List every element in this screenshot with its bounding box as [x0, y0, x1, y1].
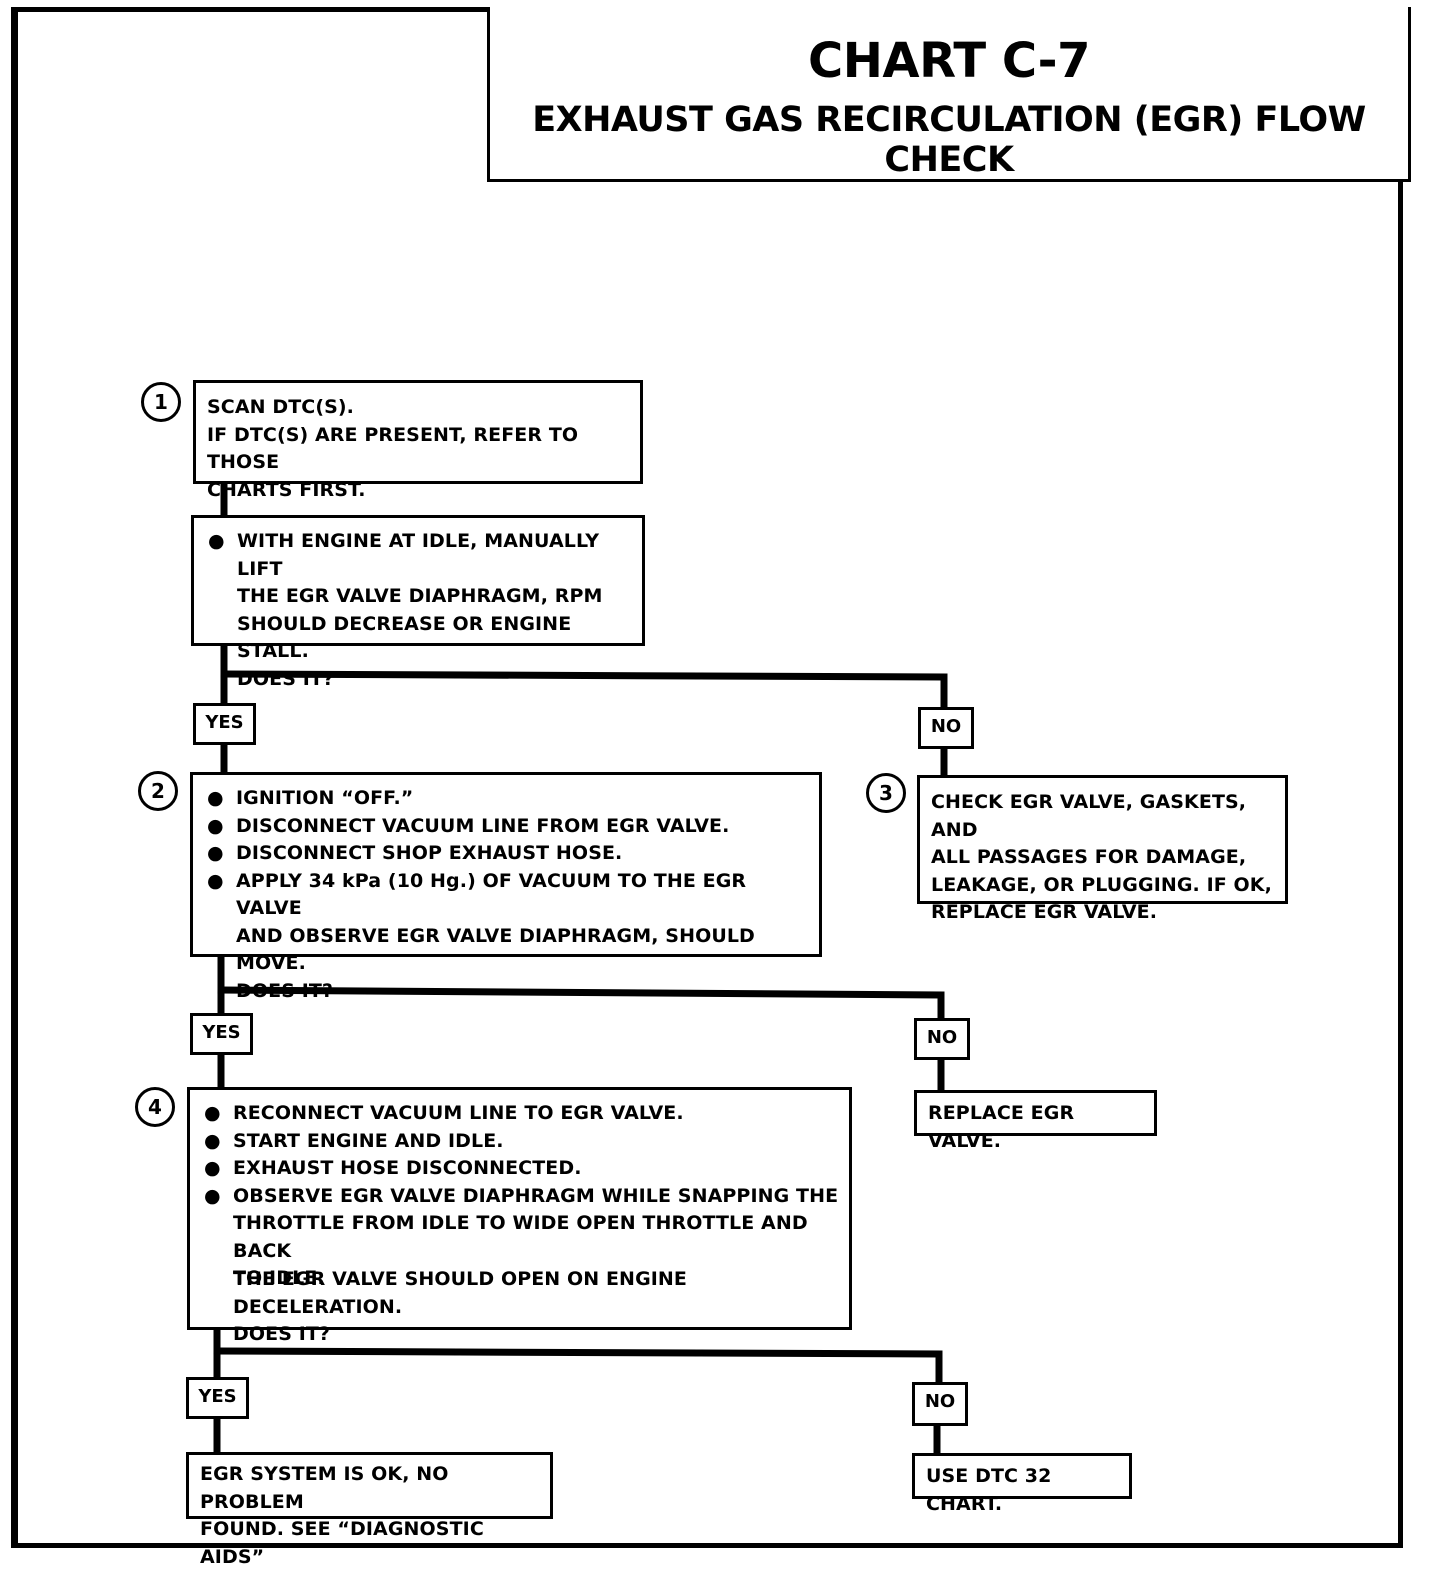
- egr-system-ok-text: EGR SYSTEM IS OK, NO PROBLEM FOUND. SEE …: [200, 1463, 484, 1568]
- replace-egr-valve-box: REPLACE EGR VALVE.: [914, 1090, 1157, 1152]
- step-number-1: 1: [141, 382, 181, 422]
- step-4-box: ●RECONNECT VACUUM LINE TO EGR VALVE. ●ST…: [187, 1087, 852, 1345]
- use-dtc-32-box: USE DTC 32 CHART.: [912, 1453, 1132, 1515]
- no-label: NO: [918, 707, 974, 749]
- bullet-item: ●START ENGINE AND IDLE.: [200, 1128, 843, 1156]
- bullet-icon: ●: [204, 1129, 221, 1152]
- step-1-text: SCAN DTC(S). IF DTC(S) ARE PRESENT, REFE…: [207, 396, 579, 501]
- bullet-icon: ●: [207, 814, 224, 837]
- no-label: NO: [912, 1382, 968, 1426]
- bullet-item: ●IGNITION “OFF.”: [203, 785, 813, 813]
- step-number-4: 4: [135, 1087, 175, 1127]
- bullet-item: ●DISCONNECT VACUUM LINE FROM EGR VALVE.: [203, 813, 813, 841]
- connector-line: [220, 670, 948, 712]
- connector-line: [217, 986, 945, 1024]
- bullet-item: ●RECONNECT VACUUM LINE TO EGR VALVE.: [200, 1100, 843, 1128]
- connector-line: [213, 1347, 943, 1388]
- bullet-item: ●WITH ENGINE AT IDLE, MANUALLY LIFT THE …: [208, 530, 603, 690]
- step-number-3: 3: [866, 773, 906, 813]
- yes-label: YES: [186, 1377, 249, 1419]
- bullet-icon: ●: [207, 842, 224, 864]
- step-3-box: CHECK EGR VALVE, GASKETS, AND ALL PASSAG…: [917, 775, 1288, 923]
- step-number-2: 2: [138, 771, 178, 811]
- step-3-text: CHECK EGR VALVE, GASKETS, AND ALL PASSAG…: [931, 791, 1272, 923]
- bullet-item: ●DISCONNECT SHOP EXHAUST HOSE.: [203, 840, 813, 868]
- replace-egr-valve-text: REPLACE EGR VALVE.: [928, 1102, 1075, 1152]
- bullet-item: ●OBSERVE EGR VALVE DIAPHRAGM WHILE SNAPP…: [204, 1184, 839, 1290]
- bullet-icon: ●: [204, 1157, 221, 1179]
- yes-label: YES: [190, 1013, 253, 1055]
- yes-label: YES: [193, 703, 256, 745]
- egr-system-ok-box: EGR SYSTEM IS OK, NO PROBLEM FOUND. SEE …: [186, 1452, 553, 1568]
- use-dtc-32-text: USE DTC 32 CHART.: [926, 1465, 1052, 1515]
- step-1-box: SCAN DTC(S). IF DTC(S) ARE PRESENT, REFE…: [193, 380, 643, 501]
- step-4-followup: THE EGR VALVE SHOULD OPEN ON ENGINE DECE…: [233, 1268, 688, 1345]
- title-box: CHART C-7 EXHAUST GAS RECIRCULATION (EGR…: [487, 7, 1411, 182]
- chart-title: CHART C-7: [808, 33, 1090, 89]
- bullet-icon: ●: [208, 530, 225, 552]
- bullet-item: ●EXHAUST HOSE DISCONNECTED.: [200, 1155, 843, 1183]
- step-2-box: ●IGNITION “OFF.” ●DISCONNECT VACUUM LINE…: [190, 772, 822, 1002]
- chart-subtitle: EXHAUST GAS RECIRCULATION (EGR) FLOW CHE…: [532, 100, 1366, 180]
- bullet-icon: ●: [204, 1184, 221, 1207]
- bullet-icon: ●: [204, 1102, 221, 1124]
- bullet-icon: ●: [207, 869, 224, 892]
- bullet-item: ●APPLY 34 kPa (10 Hg.) OF VACUUM TO THE …: [207, 869, 755, 1002]
- bullet-icon: ●: [207, 787, 224, 809]
- no-label: NO: [914, 1018, 970, 1060]
- egr-lift-check-box: ●WITH ENGINE AT IDLE, MANUALLY LIFT THE …: [191, 515, 645, 690]
